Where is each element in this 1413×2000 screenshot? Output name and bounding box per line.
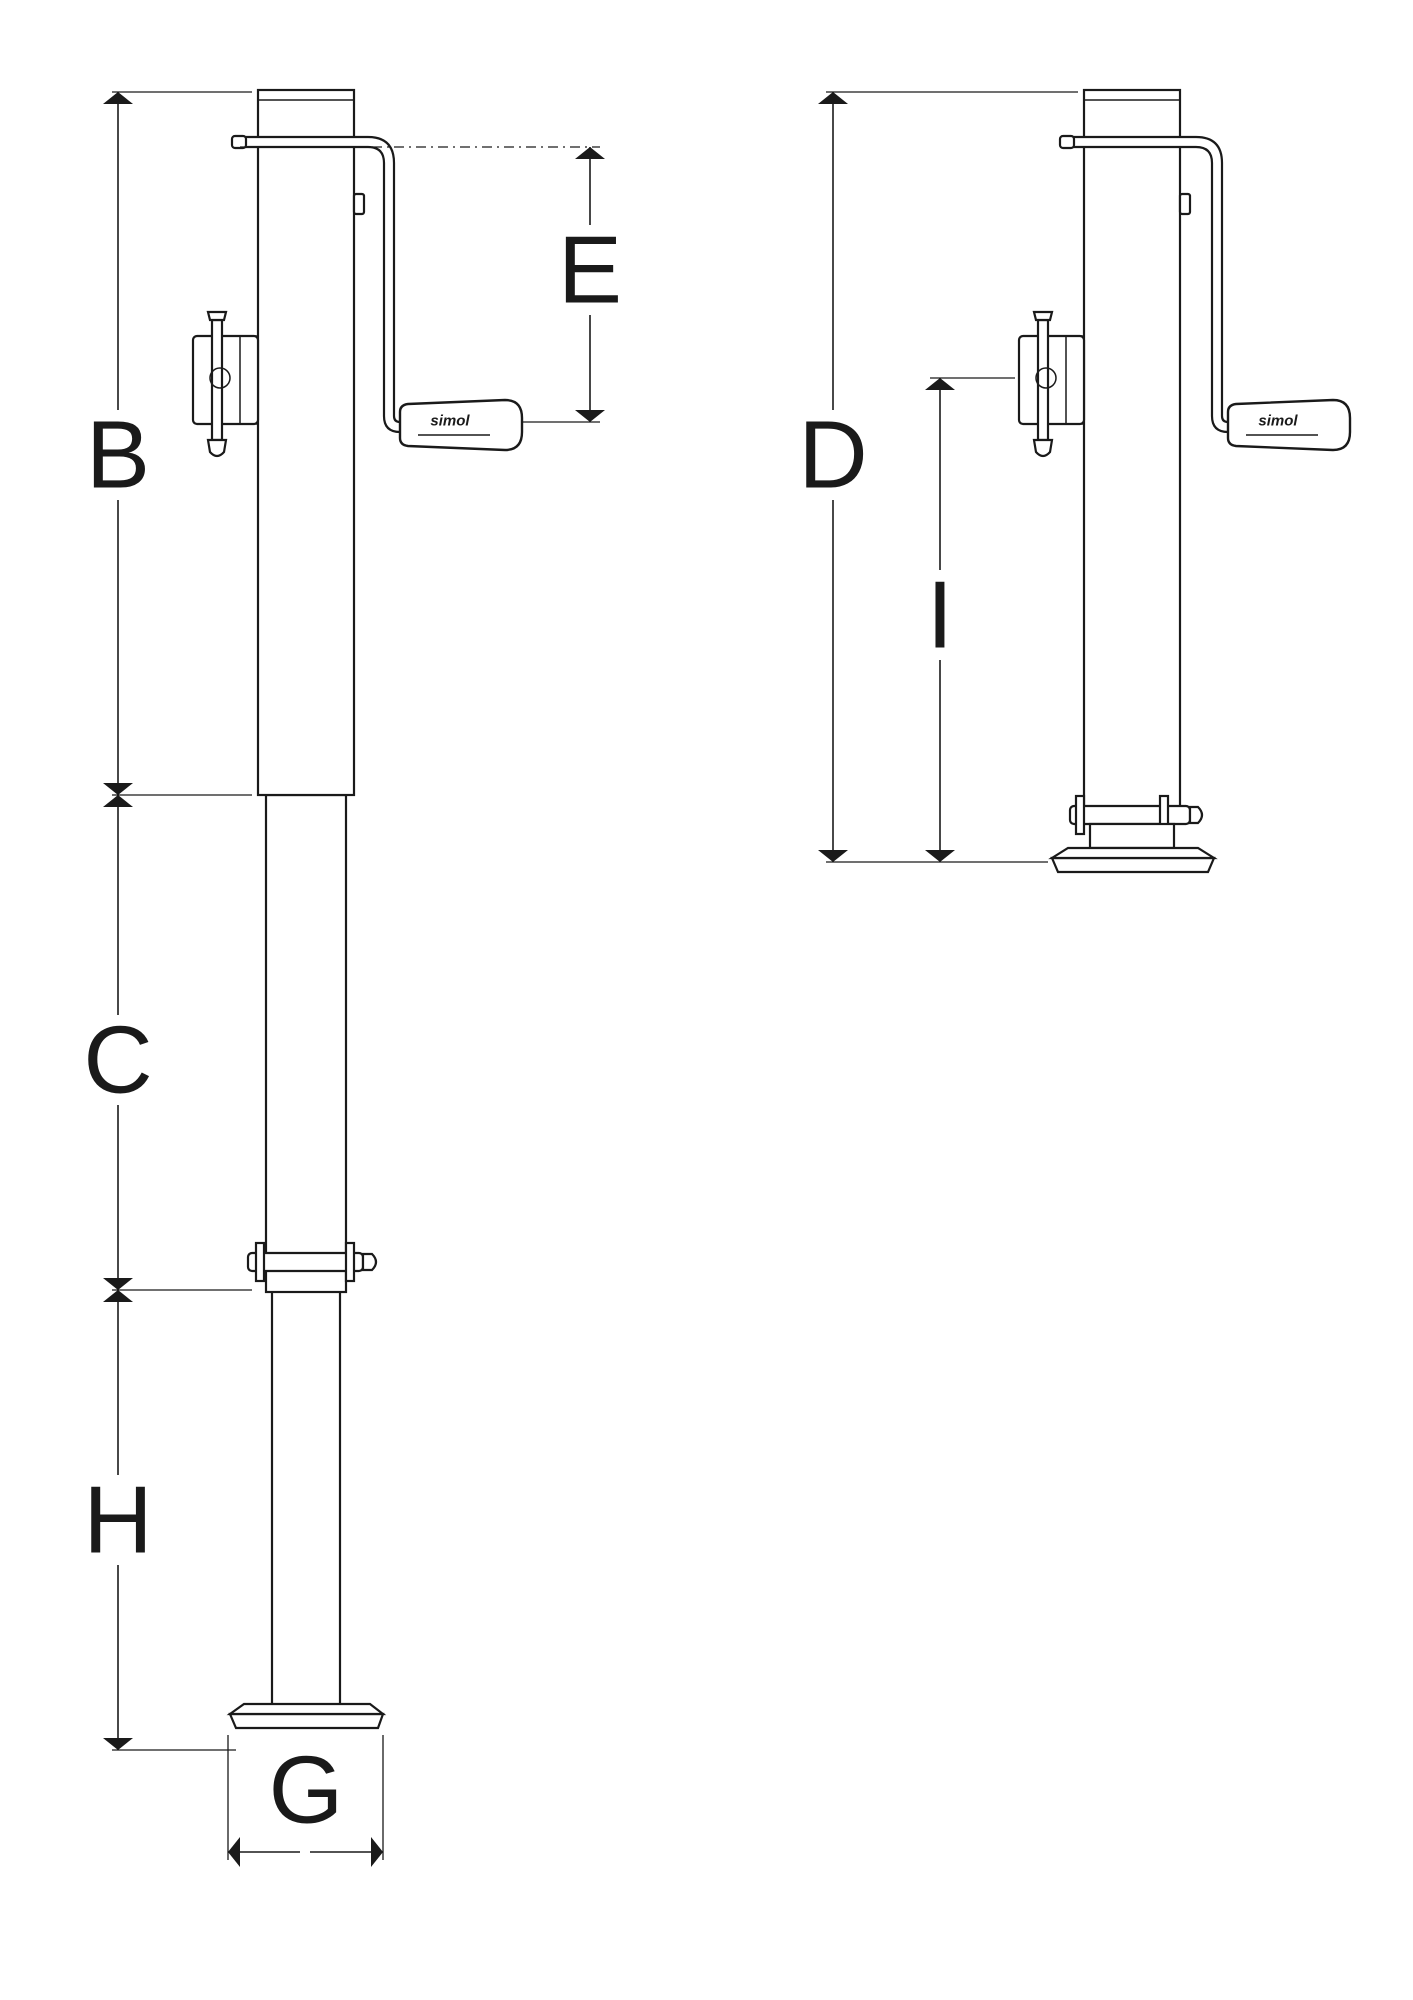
mounting-bracket-retracted[interactable] <box>1017 310 1086 458</box>
dim-label-e: E <box>558 217 622 324</box>
handle-brand-text: simol <box>430 413 470 430</box>
outer-tube-retracted <box>1082 88 1182 812</box>
handle-brand-text-retracted: simol <box>1258 413 1298 430</box>
extended-jack-view: simol <box>191 88 524 1730</box>
tube-clamp-lower <box>246 1241 378 1283</box>
crank-handle-grip[interactable]: simol <box>398 398 524 452</box>
dimensions-left: B C H G E <box>83 91 622 1867</box>
dim-label-g: G <box>269 1737 344 1844</box>
crank-handle-grip-retracted[interactable]: simol <box>1226 398 1352 452</box>
lower-tube <box>270 1288 342 1712</box>
dimensions-right: D I <box>798 91 1078 863</box>
foot-plate <box>226 1702 387 1730</box>
dim-label-i: I <box>927 562 954 669</box>
dim-label-d: D <box>798 402 867 509</box>
dim-label-b: B <box>86 402 150 509</box>
outer-tube <box>256 88 356 797</box>
mounting-bracket[interactable] <box>191 310 260 458</box>
tube-clamp-retracted <box>1068 794 1204 836</box>
foot-plate-retracted <box>1048 822 1218 874</box>
dim-label-c: C <box>83 1007 152 1114</box>
middle-tube <box>264 793 348 1294</box>
dim-label-h: H <box>83 1467 152 1574</box>
retracted-jack-view: simol <box>1017 88 1352 874</box>
